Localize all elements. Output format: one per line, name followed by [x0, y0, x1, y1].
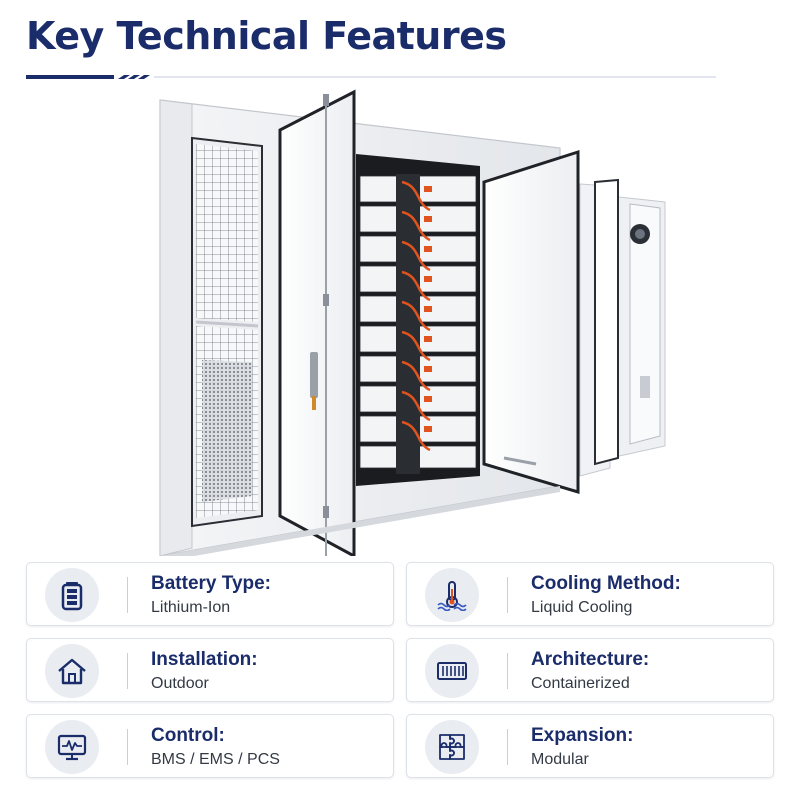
feature-card-battery-type: Battery Type: Lithium-Ion: [26, 562, 394, 626]
shipping-container-icon: [437, 662, 467, 680]
battery-icon: [61, 582, 83, 611]
title-underline: [26, 75, 716, 79]
battery-modules: [359, 174, 477, 474]
monitor-pulse-icon: [57, 734, 87, 761]
feature-value: Modular: [531, 751, 589, 768]
feature-card-architecture: Architecture: Containerized: [406, 638, 774, 702]
feature-value: Containerized: [531, 675, 630, 692]
feature-card-cooling-method: Cooling Method: Liquid Cooling: [406, 562, 774, 626]
feature-label: Battery Type:: [151, 573, 272, 594]
thermometer-cooling-icon: [437, 581, 467, 611]
feature-label: Expansion:: [531, 725, 634, 746]
feature-label: Control:: [151, 725, 225, 746]
feature-card-expansion: Expansion: Modular: [406, 714, 774, 778]
feature-label: Cooling Method:: [531, 573, 681, 594]
feature-value: Outdoor: [151, 675, 209, 692]
feature-label: Architecture:: [531, 649, 650, 670]
feature-label: Installation:: [151, 649, 258, 670]
feature-value: Lithium-Ion: [151, 599, 231, 616]
battery-storage-cabinet-image: [159, 89, 666, 556]
feature-value: BMS / EMS / PCS: [151, 751, 280, 768]
feature-card-installation: Installation: Outdoor: [26, 638, 394, 702]
page-title: Key Technical Features: [26, 14, 507, 58]
house-icon: [58, 658, 86, 685]
feature-card-control: Control: BMS / EMS / PCS: [26, 714, 394, 778]
feature-value: Liquid Cooling: [531, 599, 633, 616]
puzzle-icon: [439, 734, 465, 760]
